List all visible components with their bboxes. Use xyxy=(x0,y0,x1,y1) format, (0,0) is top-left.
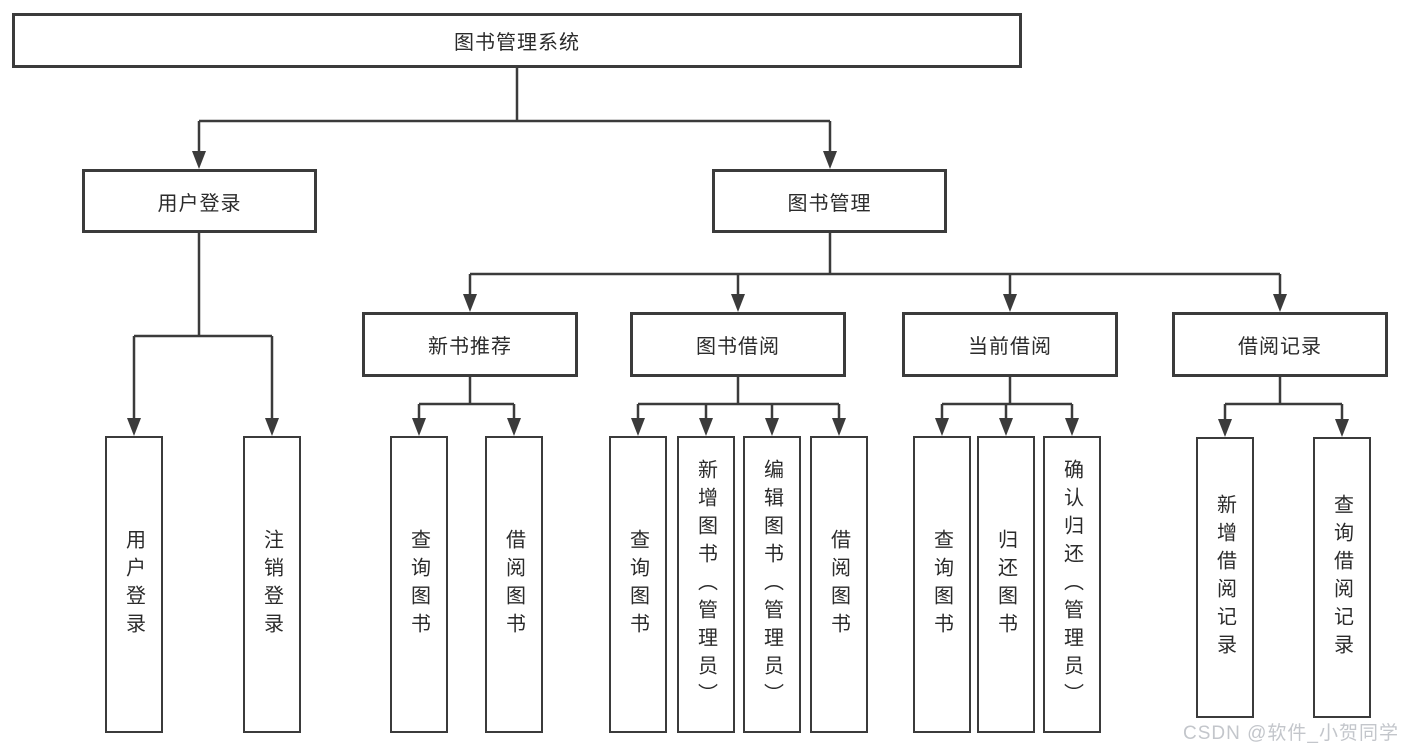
node-label: 图书借阅 xyxy=(696,336,780,358)
node-label: 新书推荐 xyxy=(428,336,512,358)
node-label: 查询图书 xyxy=(626,528,649,641)
node-label: 用户登录 xyxy=(122,528,145,641)
node-current-borrowing: 当前借阅 xyxy=(902,312,1118,377)
node-label: 确认归还（管理员） xyxy=(1060,458,1083,711)
node-label: 新增借阅记录 xyxy=(1213,493,1236,662)
node-label: 借阅记录 xyxy=(1238,336,1322,358)
node-library-management-system: 图书管理系统 xyxy=(12,13,1022,68)
node-label: 查询图书 xyxy=(407,528,430,641)
node-label: 查询图书 xyxy=(930,528,953,641)
node-leaf-query-books-current: 查询图书 xyxy=(913,436,971,733)
node-leaf-logout: 注销登录 xyxy=(243,436,301,733)
node-leaf-return-books: 归还图书 xyxy=(977,436,1035,733)
node-label: 借阅图书 xyxy=(502,528,525,641)
node-borrowing-records: 借阅记录 xyxy=(1172,312,1388,377)
node-leaf-query-books-borrowing: 查询图书 xyxy=(609,436,667,733)
node-label: 查询借阅记录 xyxy=(1330,493,1353,662)
node-label: 图书管理 xyxy=(787,192,872,215)
node-label: 新增图书（管理员） xyxy=(694,458,717,711)
node-label: 归还图书 xyxy=(994,528,1017,641)
node-leaf-query-borrow-record: 查询借阅记录 xyxy=(1313,437,1371,718)
node-leaf-borrow-books-recommend: 借阅图书 xyxy=(485,436,543,733)
arrowheads xyxy=(127,151,1349,437)
node-label: 编辑图书（管理员） xyxy=(760,458,783,711)
node-leaf-confirm-return-admin: 确认归还（管理员） xyxy=(1043,436,1101,733)
node-leaf-add-books-admin: 新增图书（管理员） xyxy=(677,436,735,733)
node-user-login: 用户登录 xyxy=(82,169,317,233)
node-leaf-add-borrow-record: 新增借阅记录 xyxy=(1196,437,1254,718)
watermark: CSDN @软件_小贺同学 xyxy=(1183,723,1399,744)
node-label: 注销登录 xyxy=(260,528,283,641)
node-label: 用户登录 xyxy=(157,192,242,215)
node-new-book-recommend: 新书推荐 xyxy=(362,312,578,377)
node-leaf-query-books-recommend: 查询图书 xyxy=(390,436,448,733)
node-label: 借阅图书 xyxy=(827,528,850,641)
node-leaf-borrow-books-borrowing: 借阅图书 xyxy=(810,436,868,733)
node-leaf-user-login: 用户登录 xyxy=(105,436,163,733)
node-leaf-edit-books-admin: 编辑图书（管理员） xyxy=(743,436,801,733)
node-label: 当前借阅 xyxy=(968,336,1052,358)
node-book-management: 图书管理 xyxy=(712,169,947,233)
node-label: 图书管理系统 xyxy=(454,32,580,54)
node-book-borrowing: 图书借阅 xyxy=(630,312,846,377)
